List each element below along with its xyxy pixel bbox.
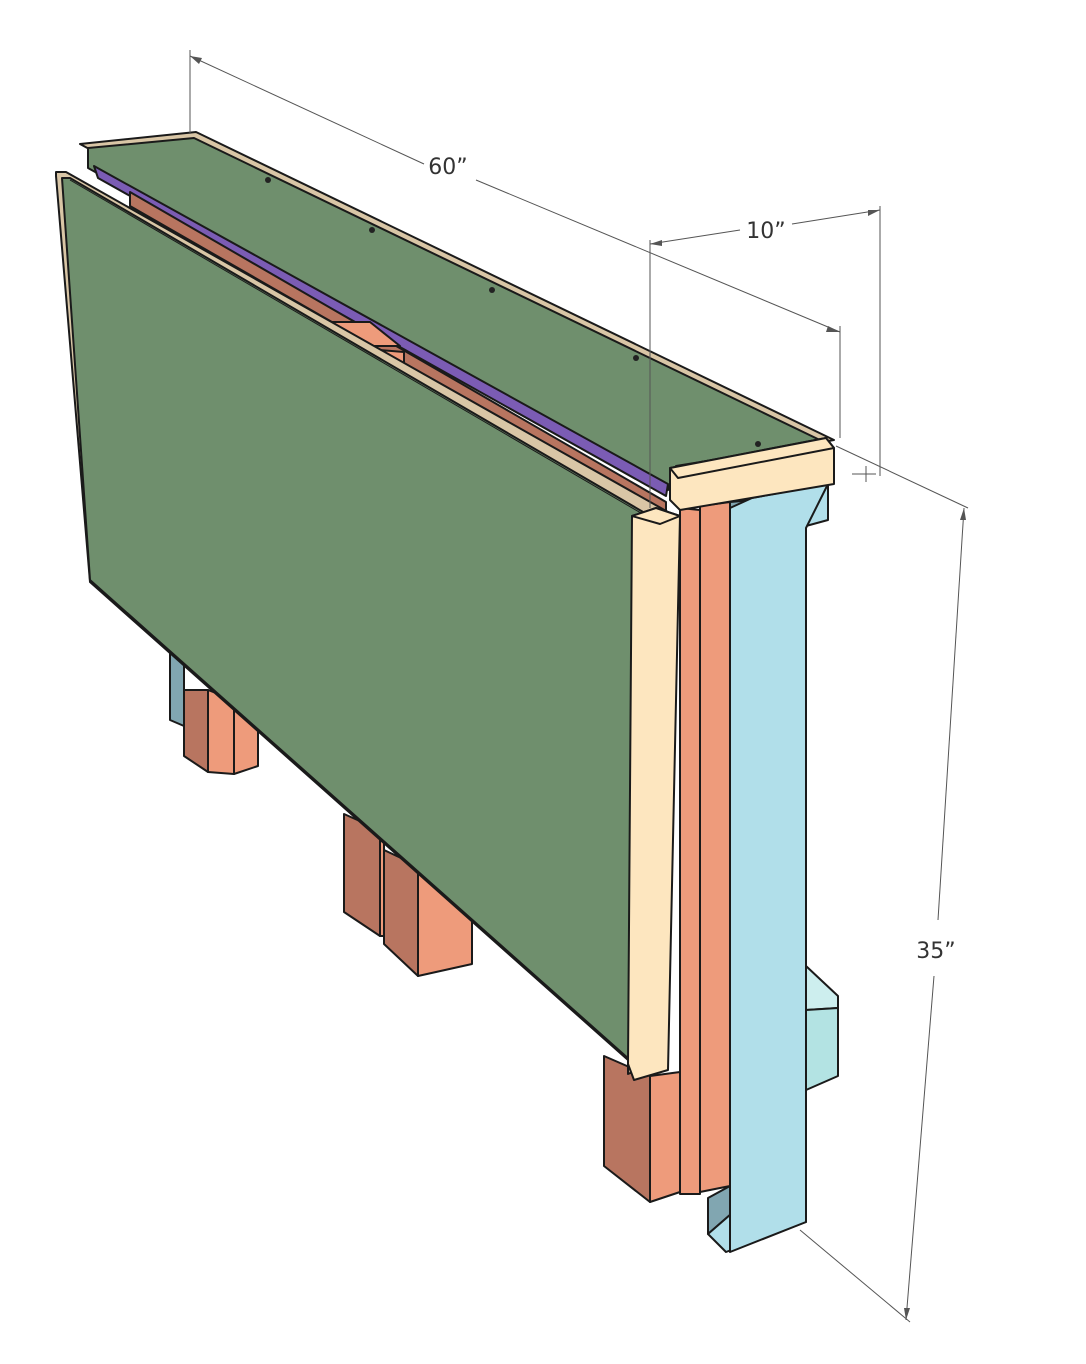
height-label: 35” (916, 939, 955, 964)
length-label: 60” (428, 155, 467, 180)
depth-dimension: 10” (649, 206, 881, 508)
right-side-posts (669, 437, 835, 1253)
cyan-support-block (805, 965, 839, 1091)
depth-label: 10” (746, 219, 785, 244)
screw-icon (489, 287, 495, 293)
screw-icon (265, 177, 271, 183)
screw-icon (369, 227, 375, 233)
height-dimension: 35” (799, 445, 969, 1323)
length-dimension: 60” (189, 50, 841, 438)
inner-channel (93, 165, 669, 515)
screw-icon (755, 441, 761, 447)
screw-icon (633, 355, 639, 361)
fold-down-panel (55, 171, 681, 1081)
